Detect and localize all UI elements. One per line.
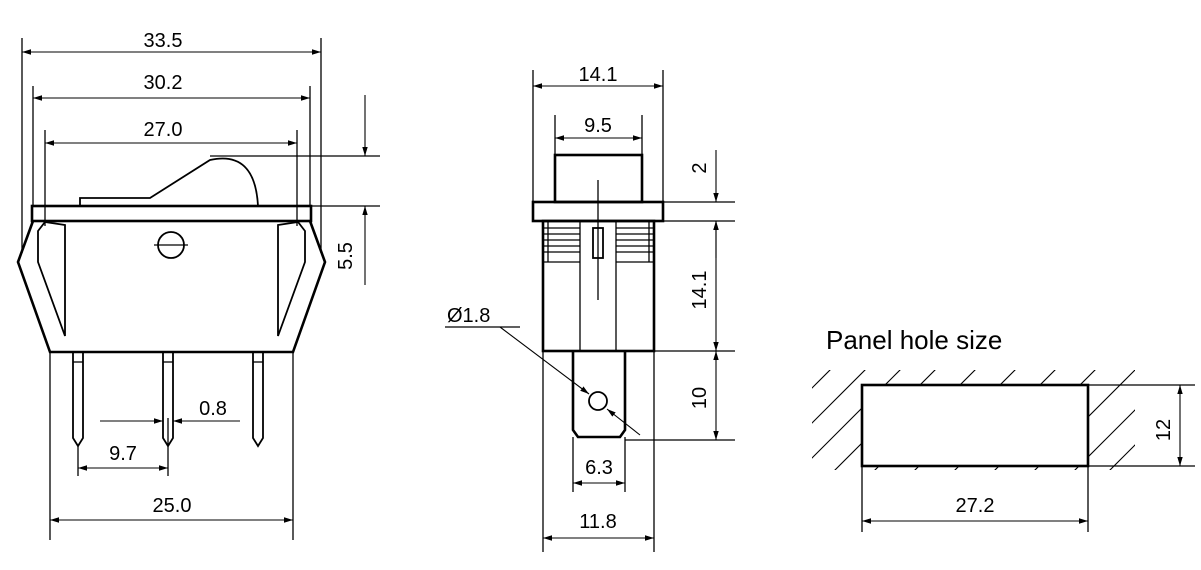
right-clip xyxy=(277,221,306,337)
flange xyxy=(30,204,313,223)
dim-frame-length: 30.2 xyxy=(144,72,183,94)
dim-pin-pitch: 9.7 xyxy=(109,443,137,465)
left-clip xyxy=(37,221,66,337)
switch-body xyxy=(16,220,327,354)
dim-terminal-length: 10 xyxy=(689,387,711,409)
dim-body-width: 11.8 xyxy=(579,511,616,533)
dim-body-height: 14.1 xyxy=(689,271,711,310)
end-view: 14.1 9.5 xyxy=(445,64,735,552)
dim-pin-width: 0.8 xyxy=(199,398,227,420)
panel-hatch xyxy=(812,370,1135,470)
center-slot xyxy=(592,227,604,259)
dim-actuator-width: 9.5 xyxy=(584,115,612,137)
panel-dim-height: 12 xyxy=(1153,419,1175,441)
dim-actuator-height: 2 xyxy=(689,162,711,173)
panel-dim-width: 27.2 xyxy=(956,495,995,517)
panel-title: Panel hole size xyxy=(826,325,1002,355)
dim-overall-length: 33.5 xyxy=(144,30,183,52)
terminal-hole xyxy=(588,391,608,411)
dim-terminal-width: 6.3 xyxy=(585,457,613,479)
end-terminal xyxy=(571,351,627,439)
panel-hole: Panel hole size 12 27.2 xyxy=(812,325,1195,532)
dim-rocker-length: 27.0 xyxy=(144,119,183,141)
rocker-actuator xyxy=(79,157,259,207)
panel-cutout xyxy=(860,383,1090,468)
dim-height: 5.5 xyxy=(335,242,357,270)
dim-pin-span: 25.0 xyxy=(153,495,192,517)
dim-hole-dia: Ø1.8 xyxy=(447,305,490,327)
side-view: 33.5 30.2 27.0 5.5 xyxy=(16,30,380,540)
dim-flange-width: 14.1 xyxy=(579,64,618,86)
